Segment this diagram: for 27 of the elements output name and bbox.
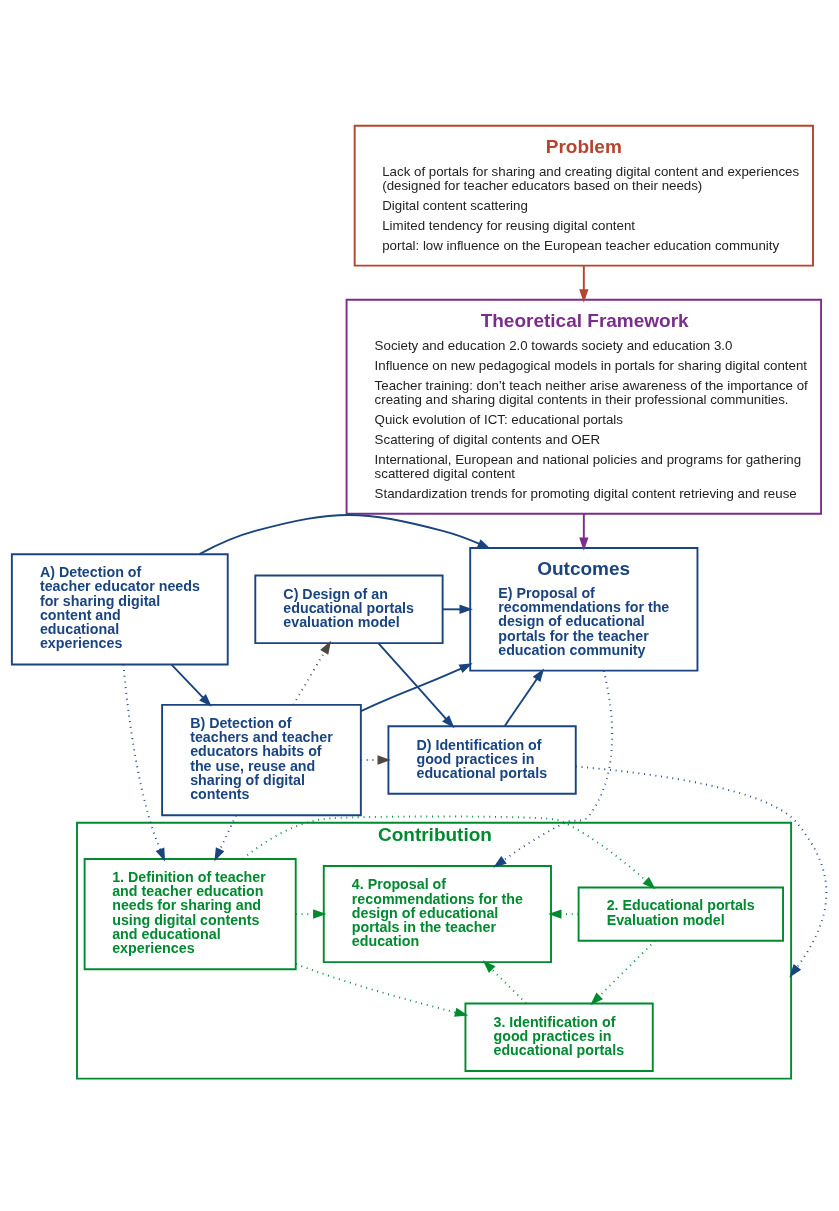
node-box: B) Detection of teachers and teacher educators habits of the use, reuse and sharing of digital contents xyxy=(161,703,362,816)
node-box: A) Detection of teacher educator needs for sharing digital content and educational experiences xyxy=(10,552,229,665)
arrow xyxy=(241,815,656,889)
arrow xyxy=(292,640,331,706)
arrow xyxy=(295,962,469,1017)
arrow xyxy=(590,939,656,1005)
arrow xyxy=(442,604,473,614)
arrow xyxy=(198,513,491,555)
arrow xyxy=(579,264,589,303)
node-box: 1. Definition of teacher and teacher education needs for sharing and using digital contents and educational experiences xyxy=(83,857,297,970)
node-box: Problem Lack of portals for sharing and creating digital content and experiences (designed for teacher educators based on their needs) Digital content scattering Limited tendency for reusing digital content portal: low influence on the European teacher education community xyxy=(353,124,814,267)
arrow xyxy=(503,667,545,727)
arrow xyxy=(575,765,828,977)
node-box: Theoretical Framework Society and education 2.0 towards society and education 3.0 Influence on new pedagogical models in portals for sharing digital content Teacher training: don’t teach neither arise awareness of the importance of creating and sharing digital contents in their professional communities. Quick evolution of ICT: educational portals Scattering of digital contents and OER International, European and national policies and programs for gathering scattered digital content Standardization trends for promoting digital content retrieving and reuse xyxy=(345,298,823,515)
node-box: 4. Proposal of recommendations for the design of educational portals in the teacher education xyxy=(322,864,552,963)
arrow xyxy=(170,663,212,707)
node-box: 3. Identification of good practices in educational portals xyxy=(464,1002,654,1072)
arrow xyxy=(493,669,614,868)
node-box: C) Design of an educational portals evaluation model xyxy=(254,574,444,644)
arrow xyxy=(482,959,527,1004)
arrow xyxy=(579,512,589,551)
arrow xyxy=(214,814,237,861)
node-box: Outcomes E) Proposal of recommendations for the design of educational portals for the teacher education community xyxy=(469,546,699,672)
arrow xyxy=(377,641,455,728)
arrow xyxy=(360,662,473,712)
node-box: 2. Educational portals Evaluation model xyxy=(577,886,784,942)
node-box: D) Identification of good practices in educational portals xyxy=(387,724,577,795)
